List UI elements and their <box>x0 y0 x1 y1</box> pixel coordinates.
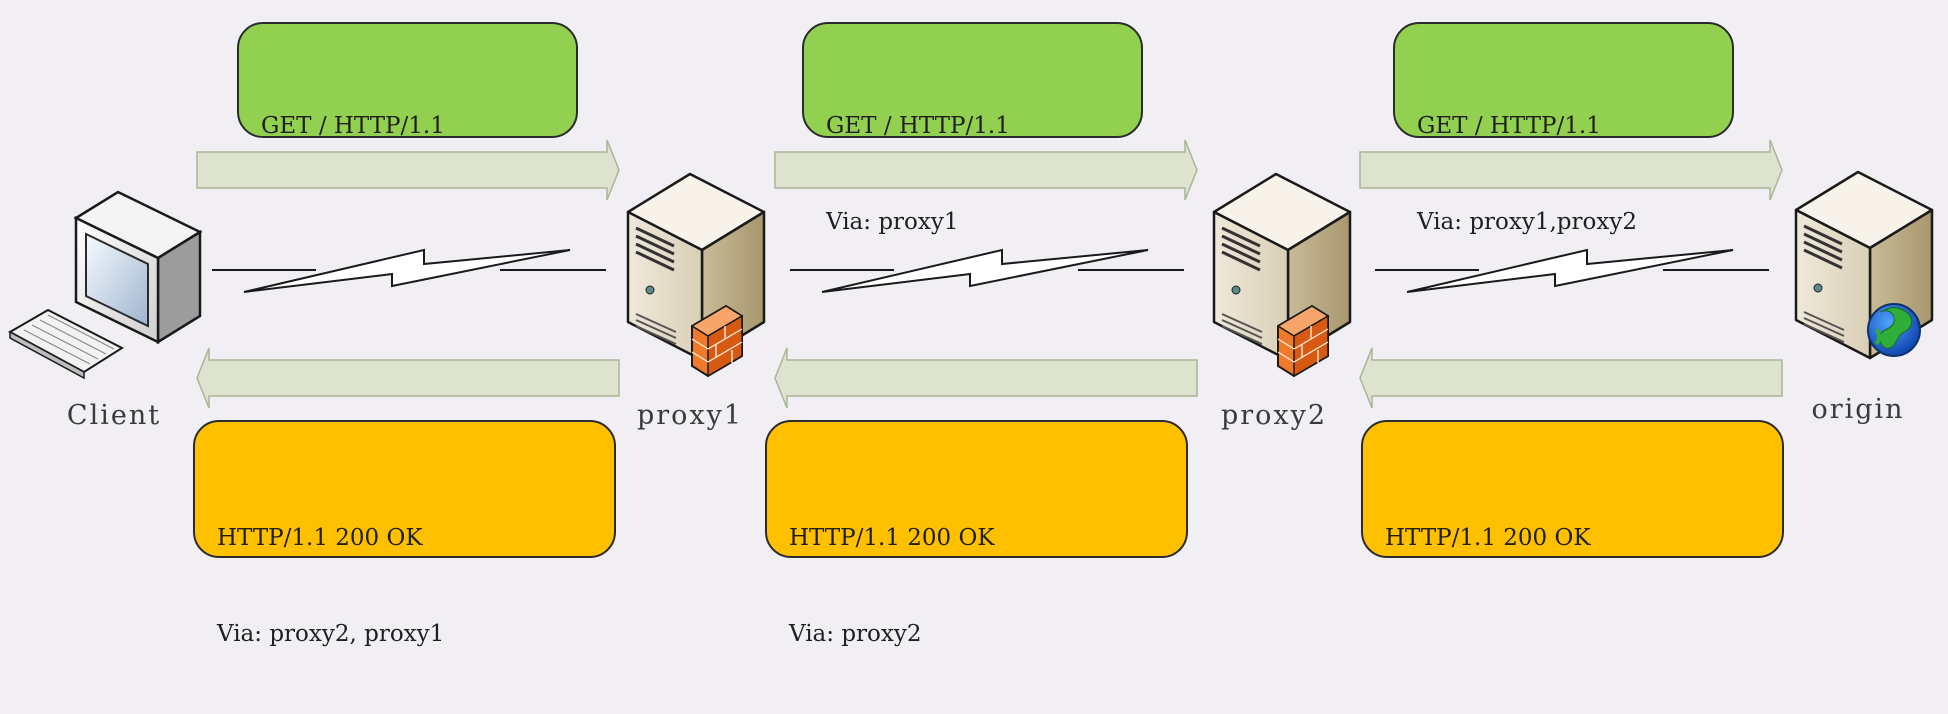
http-via-proxy-diagram: GET / HTTP/1.1 GET / HTTP/1.1 Via: proxy… <box>7 22 1934 647</box>
response-status-line: HTTP/1.1 200 OK <box>217 525 423 551</box>
request-box-2: GET / HTTP/1.1 Via: proxy1 <box>802 22 1143 235</box>
server-globe-icon <box>1794 170 1934 360</box>
response-status-line: HTTP/1.1 200 OK <box>789 525 995 551</box>
node-label-origin: origin <box>1811 394 1905 425</box>
request-line: GET / HTTP/1.1 <box>1417 113 1601 139</box>
response-arrow-3 <box>1359 347 1783 409</box>
response-arrow-1 <box>196 347 620 409</box>
server-firewall-icon <box>626 172 766 377</box>
response-box-2: HTTP/1.1 200 OK Via: proxy2 <box>765 420 1188 647</box>
node-label-client: Client <box>66 400 162 431</box>
node-label-proxy1: proxy1 <box>636 400 744 431</box>
response-arrow-2 <box>774 347 1198 409</box>
response-status-line: HTTP/1.1 200 OK <box>1385 525 1591 551</box>
response-box-3: HTTP/1.1 200 OK <box>1361 420 1784 558</box>
diagram-artwork <box>7 139 1934 409</box>
request-via-header <box>261 206 554 238</box>
response-via-header <box>1385 618 1760 650</box>
request-via-header: Via: proxy1 <box>826 209 959 235</box>
response-via-header: Via: proxy2 <box>789 621 922 647</box>
response-via-header: Via: proxy2, proxy1 <box>217 621 445 647</box>
request-box-1: GET / HTTP/1.1 <box>237 22 578 139</box>
request-line: GET / HTTP/1.1 <box>826 113 1010 139</box>
request-line: GET / HTTP/1.1 <box>261 113 445 139</box>
request-via-header: Via: proxy1,proxy2 <box>1417 209 1637 235</box>
node-label-proxy2: proxy2 <box>1220 400 1328 431</box>
response-box-1: HTTP/1.1 200 OK Via: proxy2, proxy1 <box>193 420 616 647</box>
request-box-3: GET / HTTP/1.1 Via: proxy1,proxy2 <box>1393 22 1734 235</box>
desktop-computer-icon <box>7 190 203 380</box>
server-firewall-icon <box>1212 172 1352 377</box>
